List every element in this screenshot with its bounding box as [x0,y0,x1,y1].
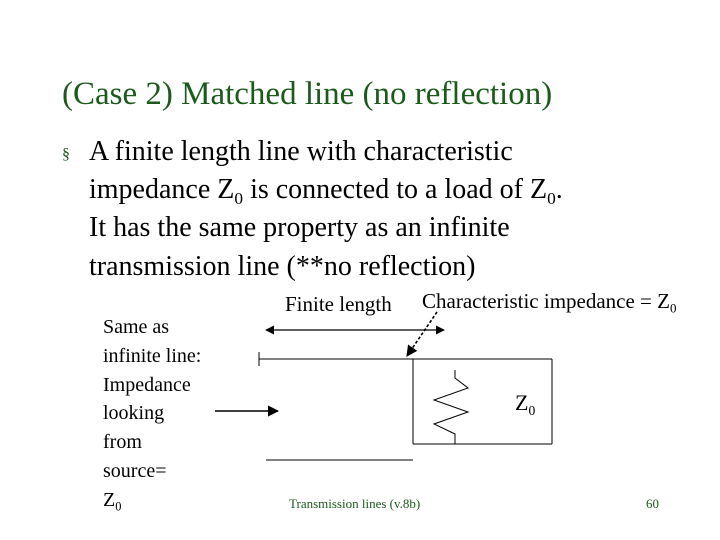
impedance-pointer-arrow [406,311,438,357]
bullet-line-1: A finite length line with characteristic [89,136,513,167]
page-title: (Case 2) Matched line (no reflection) [62,76,553,112]
bullet-line-4: transmission line (**no reflection) [89,251,476,282]
side-note: Same as infinite line: Impedance looking… [103,313,201,515]
z0-subscript: 0 [115,499,122,514]
bullet-line-3: It has the same property as an infinite [89,212,510,243]
load-resistor [432,370,470,444]
z0-subscript: 0 [669,300,677,316]
z0-subscript: 0 [528,402,536,418]
side-note-line: infinite line: [103,344,202,367]
side-note-z: Z [103,488,116,511]
bullet-line-2-text: impedance Z [89,174,235,205]
load-z: Z [515,390,529,415]
load-impedance-label: Z0 [515,390,536,418]
finite-length-label: Finite length [285,292,392,316]
page-number: 60 [646,496,659,511]
bullet-line-2: impedance Z0 is connected to a load of Z… [89,174,563,209]
bullet-marker: § [62,146,70,163]
characteristic-impedance-label: Characteristic impedance = Z0 [422,289,677,316]
side-note-line: from [103,431,142,454]
z0-subscript: 0 [234,189,244,209]
side-note-line: Same as [103,316,170,338]
footer-title: Transmission lines (v.8b) [289,496,421,511]
bullet-line-2-text-mid: is connected to a load of Z [243,174,548,205]
side-note-line: looking [103,402,165,425]
bullet-line-2-text-end: . [555,174,563,205]
z0-subscript: 0 [547,189,556,209]
characteristic-impedance-text: Characteristic impedance = Z [422,289,670,313]
side-note-line: source= [103,459,167,482]
side-note-line: Impedance [103,373,191,396]
side-note-line: Z0 [103,486,201,515]
